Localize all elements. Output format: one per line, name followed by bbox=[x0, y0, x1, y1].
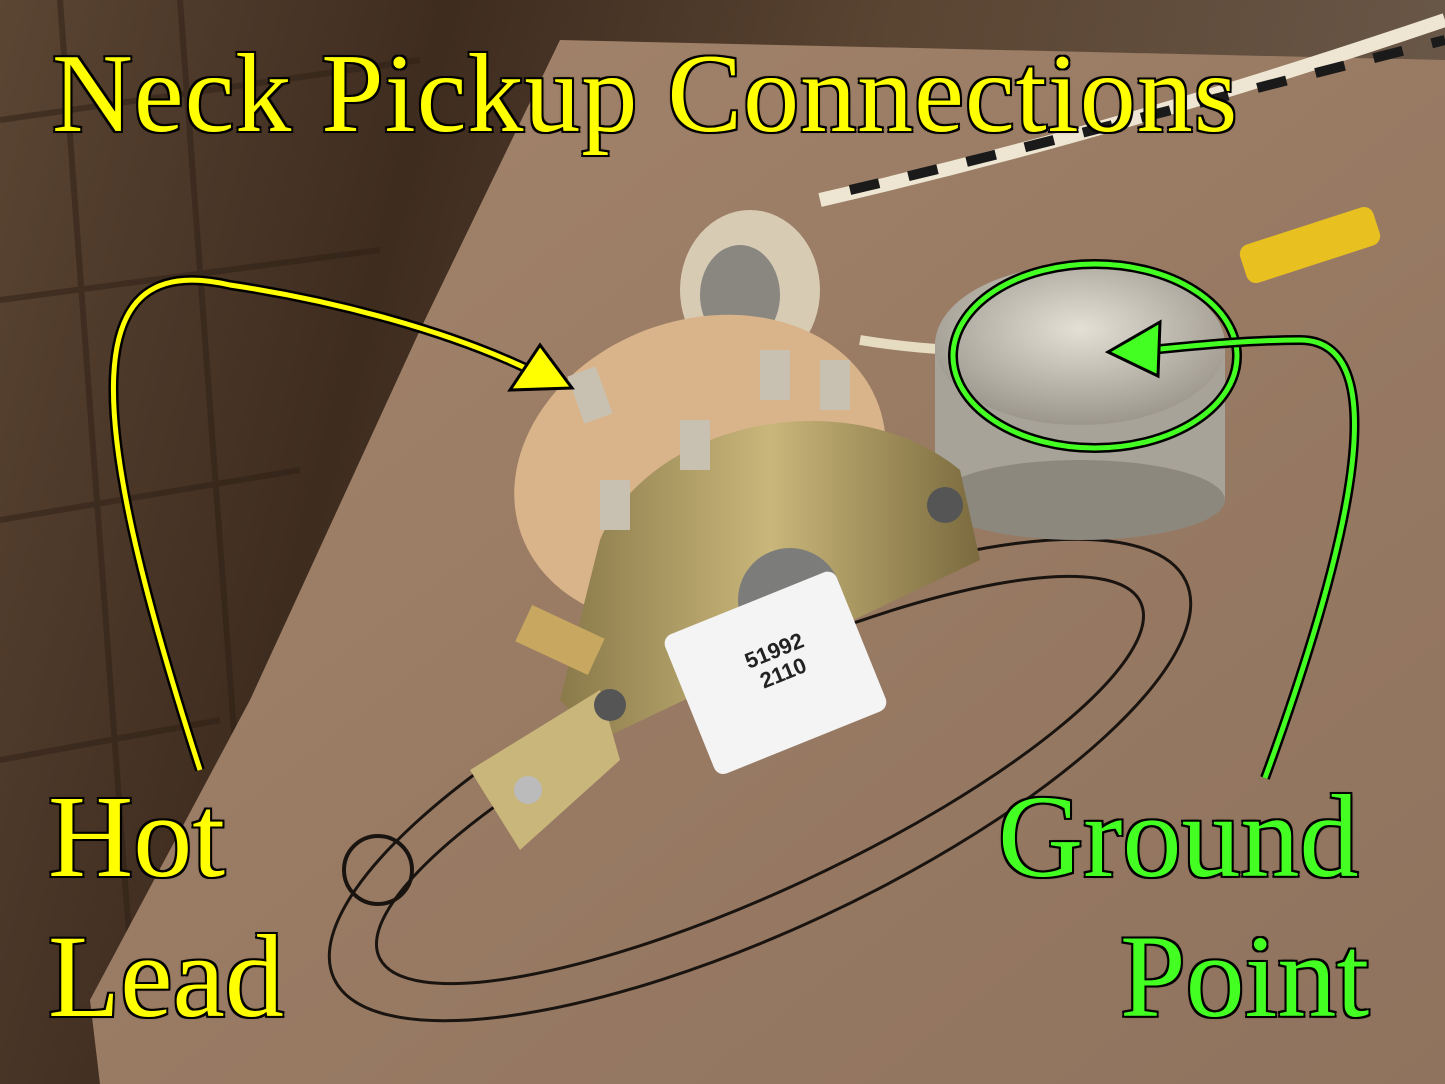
image-title: Neck Pickup Connections bbox=[50, 32, 1239, 156]
hot-lead-label-line1: Hot bbox=[47, 771, 227, 902]
ground-point-label-line1: Ground bbox=[997, 771, 1361, 902]
selector-switch bbox=[470, 314, 980, 850]
capacitor bbox=[1239, 206, 1381, 284]
ground-point-arrow bbox=[948, 259, 1360, 780]
potentiometer bbox=[935, 265, 1225, 540]
ground-point-label-line2: Point bbox=[1118, 911, 1370, 1042]
hot-lead-label-line2: Lead bbox=[47, 911, 286, 1042]
hot-lead-arrow bbox=[108, 275, 575, 772]
